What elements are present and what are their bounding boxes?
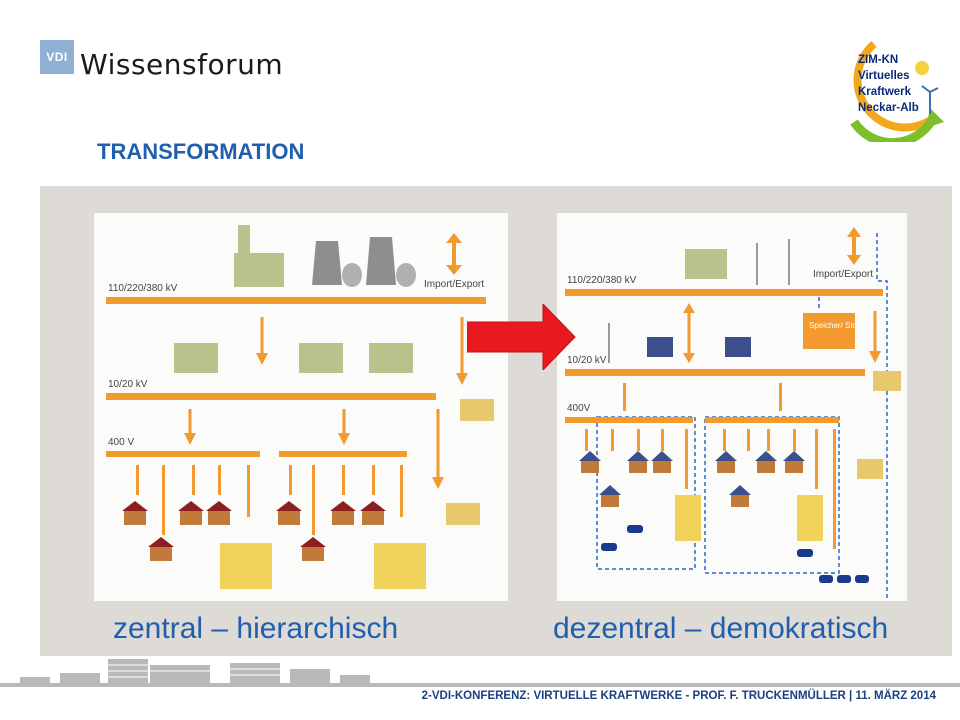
lv-label-right: 400V (567, 403, 591, 414)
slide-title: TRANSFORMATION (97, 139, 305, 164)
decentral-grid-diagram: 110/220/380 kV Import/Export Speicher/ S… (557, 213, 907, 601)
zim-kn-logo-text: ZIM-KN Virtuelles Kraftwerk Neckar-Alb (858, 54, 919, 114)
footer-skyline (0, 659, 960, 687)
footer-text: 2-VDI-KONFERENZ: VIRTUELLE KRAFTWERKE - … (421, 690, 936, 702)
hv-label: 110/220/380 kV (108, 283, 178, 294)
import-label-right: Import/Export (813, 269, 873, 280)
zim-kn-logo (850, 40, 944, 142)
mv-label-right: 10/20 kV (567, 355, 607, 366)
mv-label: 10/20 kV (108, 379, 148, 390)
storage-label: Speicher/ Storage (809, 321, 874, 330)
footer-bar (0, 687, 960, 707)
vdi-logo: VDI (40, 40, 74, 74)
caption-decentral: dezentral – demokratisch (553, 612, 889, 645)
central-grid-diagram: 110/220/380 kV Import/Export 10/20 (94, 213, 508, 601)
lv-label: 400 V (108, 437, 134, 448)
hv-label-right: 110/220/380 kV (567, 275, 637, 286)
caption-central: zentral – hierarchisch (113, 612, 399, 645)
import-label: Import/Export (424, 279, 484, 290)
brand-name: Wissensforum (80, 48, 284, 81)
content-stage: 110/220/380 kV Import/Export 10/20 (40, 186, 952, 656)
transition-arrow (467, 304, 576, 370)
